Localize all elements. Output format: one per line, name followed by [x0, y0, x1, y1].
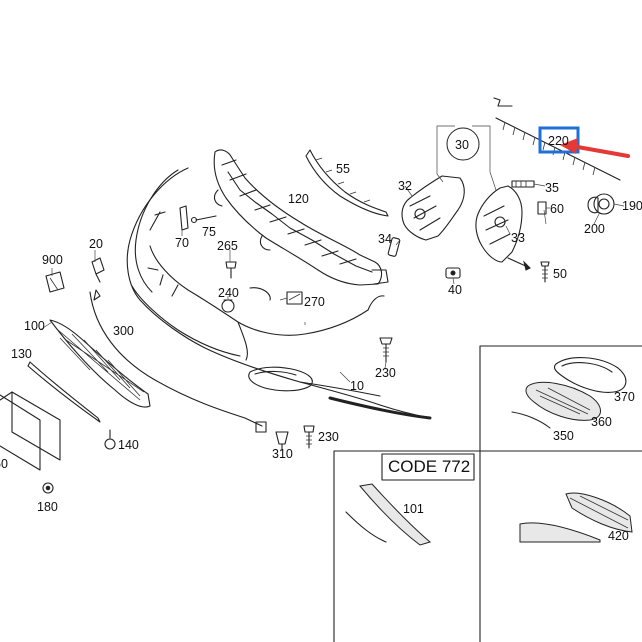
part-34-sleeve	[387, 237, 401, 257]
highlight-box	[538, 126, 580, 154]
leader-lines	[29, 183, 625, 451]
callout-circle-30	[446, 127, 480, 161]
label-300: 300	[113, 324, 134, 338]
label-120: 120	[288, 192, 309, 206]
label-55: 55	[336, 162, 350, 176]
label-350: 350	[553, 429, 574, 443]
label-101: 101	[403, 502, 424, 516]
label-360: 360	[591, 415, 612, 429]
screw-75	[190, 215, 217, 224]
part-50-screw	[540, 261, 550, 283]
label-190: 190	[622, 199, 642, 213]
part-310-clip	[275, 431, 289, 451]
label-75: 75	[202, 225, 216, 239]
label-100: 100	[24, 319, 45, 333]
parking-sensor	[587, 193, 615, 215]
part-35-clip	[511, 180, 535, 188]
label-left-edge-partial: 60	[0, 457, 8, 471]
license-plate-holder	[0, 391, 61, 471]
red-arrow	[560, 138, 630, 158]
label-33: 33	[511, 231, 525, 245]
label-35: 35	[545, 181, 559, 195]
label-60: 60	[550, 202, 564, 216]
label-20: 20	[89, 237, 103, 251]
part-230-screw	[379, 337, 393, 363]
part-265-bolt	[225, 261, 237, 279]
sensor-wiring-harness	[89, 289, 267, 433]
right-side-bracket	[475, 185, 523, 263]
trim-strip	[305, 149, 389, 217]
label-240: 240	[218, 286, 239, 300]
callout-labels: 10 20 30 32 33 34 35 40 50 55 60 70 75 1…	[0, 134, 642, 543]
bumper-cover	[126, 167, 432, 420]
fog-trim-inset	[479, 345, 642, 642]
lower-trim-strip	[27, 361, 101, 423]
part-140-clip	[104, 429, 116, 450]
label-30: 30	[455, 138, 469, 152]
part-220-strip	[493, 97, 621, 181]
code-772-inset	[333, 450, 642, 642]
label-220: 220	[548, 134, 569, 148]
part-270-pad	[286, 291, 303, 305]
part-70-clip	[179, 205, 189, 231]
label-420: 420	[608, 529, 629, 543]
label-270: 270	[304, 295, 325, 309]
impact-carrier	[213, 149, 389, 286]
label-40: 40	[448, 283, 462, 297]
part-900-cap	[45, 271, 65, 293]
label-50: 50	[553, 267, 567, 281]
label-230b: 230	[318, 430, 339, 444]
label-200: 200	[584, 222, 605, 236]
label-32: 32	[398, 179, 412, 193]
code-772-label: CODE 772	[388, 457, 470, 476]
part-60-clip	[537, 201, 547, 215]
label-180: 180	[37, 500, 58, 514]
label-140: 140	[118, 438, 139, 452]
label-310: 310	[272, 447, 293, 461]
label-265: 265	[217, 239, 238, 253]
part-40-nut	[445, 267, 461, 279]
label-34: 34	[378, 232, 392, 246]
part-230-lower-screw	[303, 425, 315, 449]
label-230a: 230	[375, 366, 396, 380]
lower-grille	[49, 319, 151, 408]
label-10: 10	[350, 379, 364, 393]
label-900: 900	[42, 253, 63, 267]
left-side-bracket	[401, 175, 465, 241]
part-180-nut	[42, 482, 54, 494]
label-130: 130	[11, 347, 32, 361]
part-240-clip	[221, 299, 235, 313]
label-370: 370	[614, 390, 635, 404]
part-20-bracket	[91, 257, 105, 283]
label-70: 70	[175, 236, 189, 250]
